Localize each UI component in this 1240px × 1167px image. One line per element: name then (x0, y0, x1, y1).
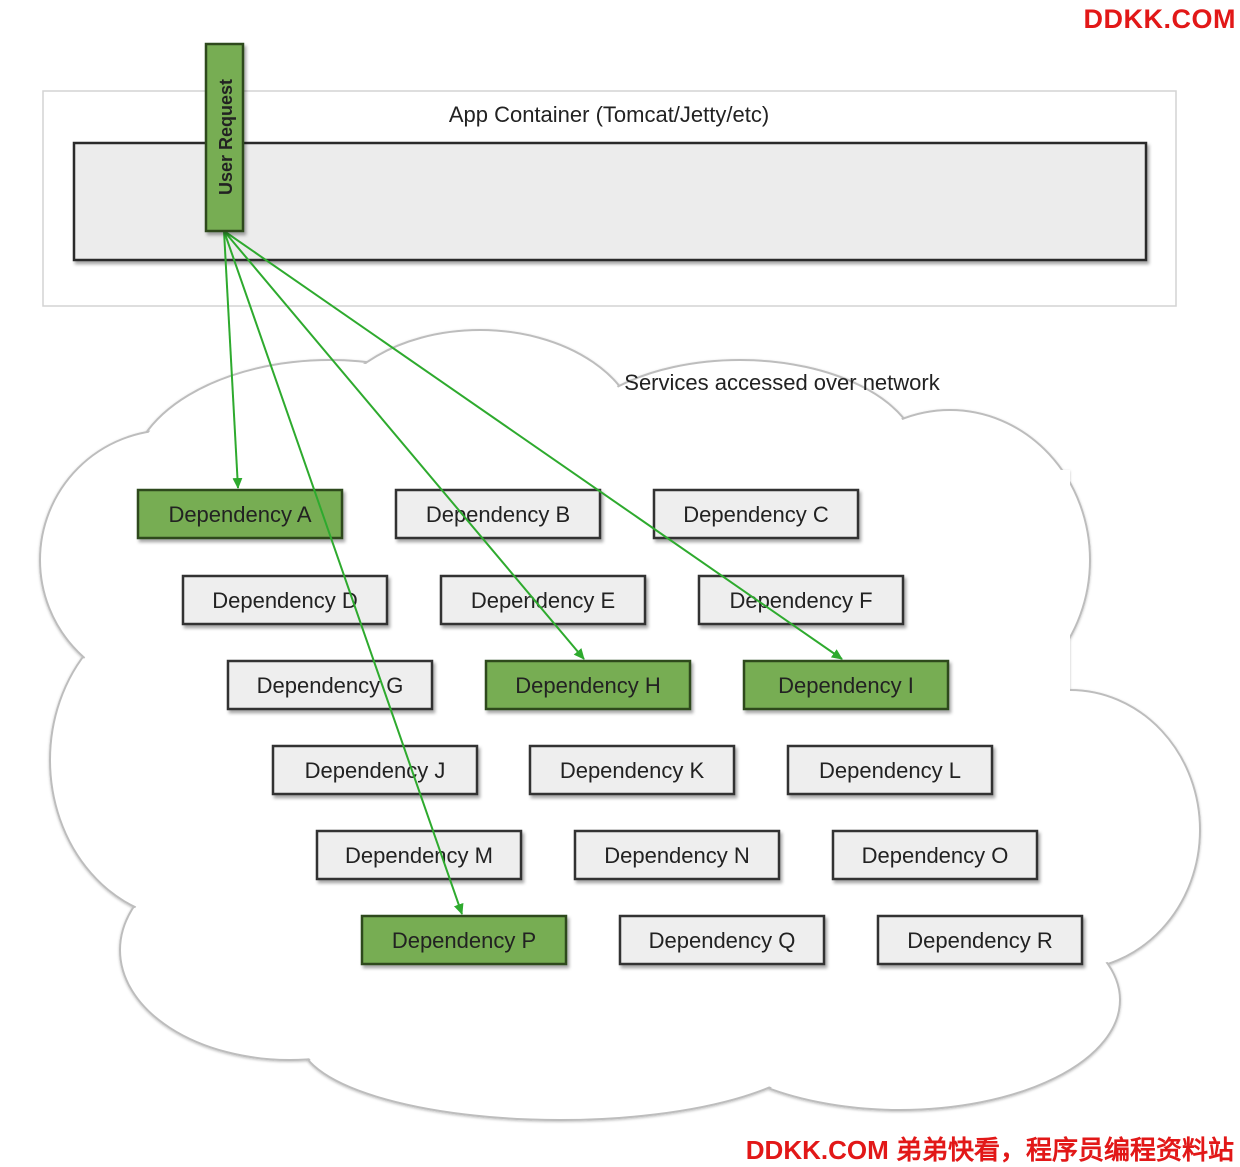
watermark-bottom: DDKK.COM 弟弟快看，程序员编程资料站 (745, 1135, 1234, 1165)
dependency-label: Dependency O (862, 843, 1009, 868)
dependency-grid: Dependency A Dependency B Dependency C Depe… (136, 488, 1084, 966)
watermark-top: DDKK.COM (1083, 4, 1236, 34)
dependency-g: Dependency G (226, 659, 434, 711)
dependency-box (136, 488, 344, 540)
dependency-box (394, 488, 602, 540)
services-label: Services accessed over network (624, 370, 940, 395)
dependency-box (360, 914, 568, 966)
arrow-to-dependency-i (223, 230, 843, 660)
dependency-o: Dependency O (831, 829, 1039, 881)
dependency-box (528, 744, 736, 796)
dependency-label: Dependency I (778, 673, 914, 698)
user-request-box: User Request (204, 42, 245, 233)
request-arrows (223, 230, 843, 915)
dependency-h: Dependency H (484, 659, 692, 711)
dependency-box (652, 488, 860, 540)
dependency-label: Dependency C (683, 502, 829, 527)
dependency-p: Dependency P (360, 914, 568, 966)
dependency-box (618, 914, 826, 966)
dependency-i: Dependency I (742, 659, 950, 711)
dependency-label: Dependency D (212, 588, 358, 613)
app-container-label: App Container (Tomcat/Jetty/etc) (449, 102, 769, 127)
arrow-to-dependency-p (223, 230, 464, 915)
dependency-label: Dependency A (168, 502, 311, 527)
dependency-box (484, 659, 692, 711)
dependency-label: Dependency J (305, 758, 446, 783)
dependency-b: Dependency B (394, 488, 602, 540)
dependency-e: Dependency E (439, 574, 647, 626)
dependency-label: Dependency M (345, 843, 493, 868)
dependency-r: Dependency R (876, 914, 1084, 966)
dependency-d: Dependency D (181, 574, 389, 626)
dependency-f: Dependency F (697, 574, 905, 626)
dependency-k: Dependency K (528, 744, 736, 796)
dependency-label: Dependency L (819, 758, 961, 783)
dependency-box (742, 659, 950, 711)
dependency-box (786, 744, 994, 796)
user-request-label: User Request (216, 79, 236, 195)
dependency-box (439, 574, 647, 626)
dependency-label: Dependency R (907, 928, 1053, 953)
dependency-label: Dependency B (426, 502, 570, 527)
dependency-box (271, 744, 479, 796)
dependency-c: Dependency C (652, 488, 860, 540)
dependency-n: Dependency N (573, 829, 781, 881)
dependency-box (831, 829, 1039, 881)
dependency-l: Dependency L (786, 744, 994, 796)
dependency-box (226, 659, 434, 711)
dependency-a: Dependency A (136, 488, 344, 540)
dependency-label: Dependency F (729, 588, 872, 613)
dependency-q: Dependency Q (618, 914, 826, 966)
app-container-bar (72, 141, 1148, 262)
dependency-box (876, 914, 1084, 966)
dependency-label: Dependency Q (649, 928, 796, 953)
dependency-label: Dependency P (392, 928, 536, 953)
dependency-j: Dependency J (271, 744, 479, 796)
arrow-to-dependency-a (223, 230, 243, 489)
dependency-label: Dependency H (515, 673, 661, 698)
dependency-box (315, 829, 523, 881)
dependency-label: Dependency K (560, 758, 705, 783)
dependency-m: Dependency M (315, 829, 523, 881)
dependency-box (573, 829, 781, 881)
dependency-label: Dependency N (604, 843, 750, 868)
services-cloud (39, 329, 1201, 1121)
arrow-to-dependency-h (223, 230, 585, 660)
